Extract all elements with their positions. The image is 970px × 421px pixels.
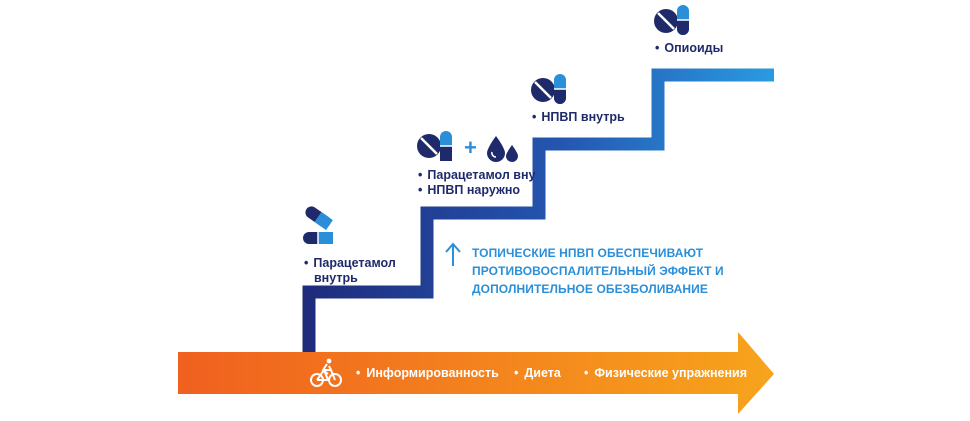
up-arrow-icon	[445, 242, 461, 266]
lifestyle-arrow	[178, 332, 774, 414]
step-3-item-1: НПВП внутрь	[541, 110, 625, 124]
capsule-pair-icon	[303, 206, 333, 244]
plus-sign: +	[464, 135, 477, 160]
pill-icon	[417, 131, 452, 161]
drops-icon	[487, 136, 518, 162]
step-2-label: •Парацетамол внутрь •НПВП наружно	[418, 168, 535, 198]
topical-nsaid-note: ТОПИЧЕСКИЕ НПВП ОБЕСПЕЧИВАЮТ ПРОТИВОВОСП…	[472, 244, 724, 298]
step-2-item-2: НПВП наружно	[427, 183, 521, 197]
pill-capsule-icon	[654, 5, 689, 35]
arrow-item-diet: •Диета	[514, 366, 561, 380]
step-2-item-1: Парацетамол внутрь	[427, 168, 535, 182]
step-4-item-1: Опиоиды	[664, 41, 724, 55]
step-1-line-1: Парацетамол	[313, 256, 396, 270]
note-line-2: ПРОТИВОВОСПАЛИТЕЛЬНЫЙ ЭФФЕКТ И	[472, 264, 724, 278]
pill-plus-drops-icon: +	[417, 131, 518, 162]
step-1-label: •Парацетамол внутрь	[304, 256, 396, 285]
pill-capsule-icon	[531, 74, 566, 104]
step-3-label: •НПВП внутрь	[532, 110, 625, 124]
step-4-label: •Опиоиды	[655, 41, 724, 55]
note-line-3: ДОПОЛНИТЕЛЬНОЕ ОБЕЗБОЛИВАНИЕ	[472, 282, 708, 296]
step-1-line-2: внутрь	[314, 271, 358, 285]
arrow-item-exercise: •Физические упражнения	[584, 366, 747, 380]
arrow-item-awareness: •Информированность	[356, 366, 499, 380]
note-line-1: ТОПИЧЕСКИЕ НПВП ОБЕСПЕЧИВАЮТ	[472, 246, 704, 260]
bicycle-icon	[310, 358, 342, 387]
staircase-line	[302, 68, 774, 352]
